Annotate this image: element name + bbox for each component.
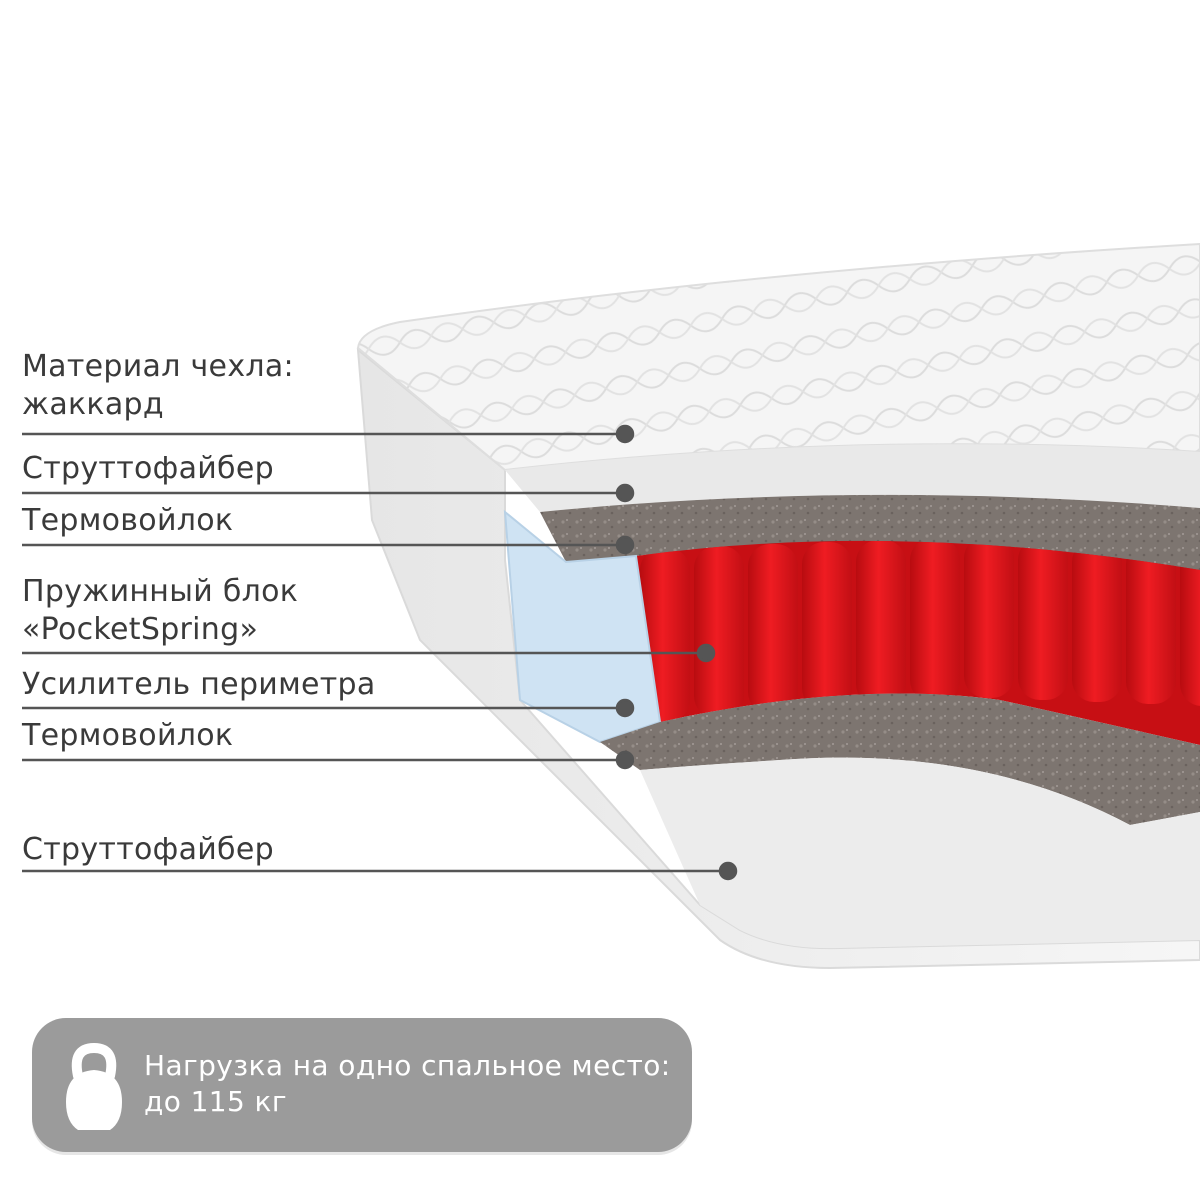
label-line: Струттофайбер [22,451,274,486]
leader-dot [615,750,635,770]
pocket-spring [694,546,744,718]
leader-dot [696,643,716,663]
leader-dot [718,861,738,881]
label-line: Материал чехла: [22,349,294,384]
label-line: жаккард [22,387,164,422]
label-line: Термовойлок [22,718,234,753]
label-felt-top: Термовойлок [22,502,233,540]
top-foam-layer [505,444,1200,512]
load-badge: Нагрузка на одно спальное место: до 115 … [32,1018,692,1152]
load-text-line: Нагрузка на одно спальное место: [144,1049,671,1082]
label-strutto-top: Струттофайбер [22,450,274,488]
label-line: «PocketSpring» [22,612,259,647]
top-felt-layer [540,494,1200,605]
pocket-spring [1072,540,1122,702]
label-strutto-bottom: Струттофайбер [22,831,274,869]
pocket-spring [910,540,960,702]
label-felt-bottom: Термовойлок [22,717,233,755]
leader-dot [615,424,635,444]
leader-dot [615,483,635,503]
pocket-spring [748,544,798,714]
label-line: Струттофайбер [22,832,274,867]
pocket-spring [1180,544,1200,706]
pocket-spring [856,540,906,706]
load-value: до 115 кг [144,1085,287,1118]
pocket-springs [640,540,1200,722]
label-line: Пружинный блок [22,574,299,609]
label-cover-material: Материал чехла: жаккард [22,348,294,424]
pocket-spring [802,542,852,710]
leader-lines [22,424,738,881]
leader-dot [615,535,635,555]
kettlebell-icon [66,1042,122,1130]
bottom-felt-layer [600,693,1200,825]
label-line: Термовойлок [22,503,234,538]
load-text: Нагрузка на одно спальное место: до 115 … [144,1048,671,1120]
pocket-spring [1126,542,1176,704]
pocket-spring [1018,540,1068,700]
label-perimeter: Усилитель периметра [22,666,376,704]
quilted-cover-top [356,242,1200,472]
bottom-foam-layer [640,757,1200,949]
leader-dot [615,698,635,718]
label-spring-block: Пружинный блок «PocketSpring» [22,573,298,649]
pocket-spring [964,540,1014,698]
label-line: Усилитель периметра [22,667,376,702]
